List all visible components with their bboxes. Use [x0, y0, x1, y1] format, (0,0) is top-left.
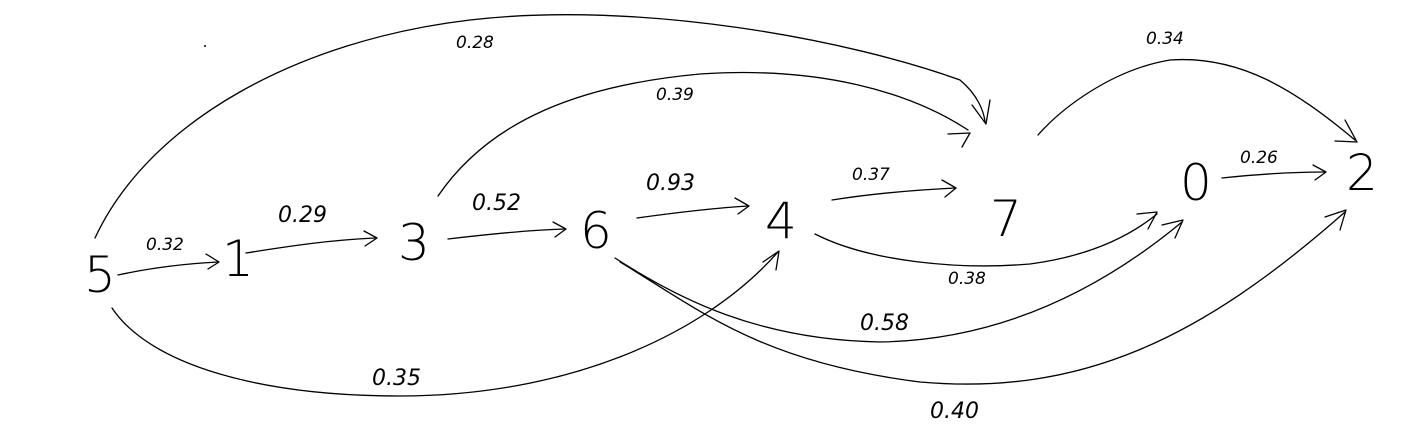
- node-6: 6: [580, 202, 612, 260]
- edge-6-2: [619, 209, 1347, 385]
- edge-1-3: [245, 230, 378, 254]
- weight-6-4: 0.93: [646, 171, 695, 196]
- edge-4-0: [814, 211, 1158, 267]
- edge-6-4: [636, 197, 750, 219]
- weight-0-2: 0.26: [1240, 148, 1278, 168]
- edge-6-0: [614, 219, 1184, 343]
- node-3: 3: [398, 214, 430, 272]
- edge-7-2: [1037, 58, 1358, 143]
- edge-5-7: [94, 14, 991, 239]
- node-7: 7: [990, 190, 1022, 248]
- edge-0-2: [1221, 164, 1327, 181]
- node-2: 2: [1346, 144, 1378, 202]
- weight-6-0: 0.58: [860, 311, 909, 336]
- edge-5-4: [111, 250, 780, 397]
- weight-6-2: 0.40: [930, 399, 979, 424]
- edge-3-7: [437, 71, 971, 197]
- node-5: 5: [84, 246, 116, 304]
- weight-5-4: 0.35: [372, 366, 421, 391]
- node-4: 4: [765, 192, 797, 250]
- weight-3-7: 0.39: [656, 85, 694, 105]
- node-1: 1: [222, 230, 254, 288]
- weight-1-3: 0.29: [278, 203, 327, 228]
- weight-3-6: 0.52: [472, 191, 521, 216]
- stray-dot: [204, 45, 206, 47]
- weight-4-0: 0.38: [948, 269, 986, 289]
- edge-4-7: [831, 179, 957, 201]
- weight-5-1: 0.32: [146, 235, 184, 255]
- weight-7-2: 0.34: [1146, 29, 1184, 49]
- node-0: 0: [1180, 154, 1212, 212]
- edge-3-6: [447, 221, 567, 240]
- edge-5-1: [117, 253, 220, 276]
- weight-4-7: 0.37: [852, 165, 890, 185]
- weight-5-7: 0.28: [456, 33, 494, 53]
